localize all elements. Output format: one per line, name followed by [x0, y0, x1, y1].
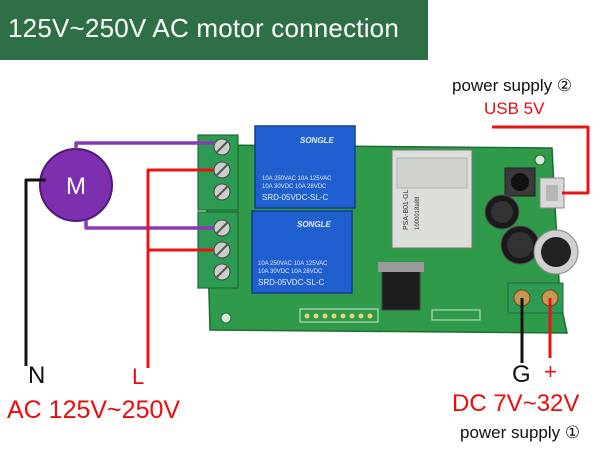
push-button: [504, 167, 536, 197]
capacitor-3: [533, 229, 579, 275]
wifi-module: PSA-B01-GL 1000018a88: [391, 149, 473, 249]
relay-2-brand: SONGLE: [297, 220, 331, 229]
relay-1-brand: SONGLE: [300, 136, 334, 145]
wifi-module-line1: PSA-B01-GL: [403, 189, 410, 230]
motor-label: M: [66, 173, 86, 200]
relay-1-model: SRD-05VDC-SL-C: [262, 193, 328, 202]
title-bar: 125V~250V AC motor connection: [0, 0, 428, 60]
terminal-block-upper: [197, 134, 239, 211]
usb-port: [539, 177, 565, 209]
relay-1-rating-2: 10A 30VDC 10A 28VDC: [262, 184, 327, 190]
usb-power-caption: power supply ②: [452, 76, 573, 95]
voltage-regulator: [378, 262, 424, 311]
relay-2-model: SRD-05VDC-SL-C: [258, 278, 324, 287]
ac-power-label: AC 125V~250V: [7, 396, 181, 424]
relay-1: SONGLE 10A 250VAC 10A 125VAC 10A 30VDC 1…: [254, 125, 356, 209]
wire-motor-to-lower-terminal: [84, 220, 214, 230]
motor: M: [39, 148, 113, 222]
wifi-module-line2: 1000018a88: [415, 196, 421, 230]
wire-red-ac: [146, 168, 214, 368]
relay-2-rating-2: 10A 30VDC 10A 28VDC: [258, 269, 323, 275]
wire-motor-to-upper-terminal: [74, 141, 214, 149]
dc-terminal-block: [507, 282, 564, 314]
wire-black-neutral: [24, 178, 46, 366]
relay-1-rating-1: 10A 250VAC 10A 125VAC: [262, 176, 332, 182]
dc-ground-label: G: [512, 361, 531, 388]
wire-purple-group: [74, 141, 214, 230]
ac-live-label: L: [132, 364, 145, 389]
dc-power-label: DC 7V~32V: [452, 390, 580, 417]
wire-red-usb: [492, 125, 590, 195]
dc-power-caption: power supply ①: [460, 423, 581, 442]
usb-power-label: USB 5V: [484, 99, 545, 118]
capacitor-1: [484, 194, 520, 230]
relay-2: SONGLE 10A 250VAC 10A 125VAC 10A 30VDC 1…: [251, 210, 353, 294]
diagram-title: 125V~250V AC motor connection: [8, 13, 400, 43]
ac-neutral-label: N: [28, 362, 46, 389]
capacitor-2: [500, 225, 540, 265]
dc-positive-label: +: [544, 359, 557, 384]
relay-2-rating-1: 10A 250VAC 10A 125VAC: [258, 261, 328, 267]
